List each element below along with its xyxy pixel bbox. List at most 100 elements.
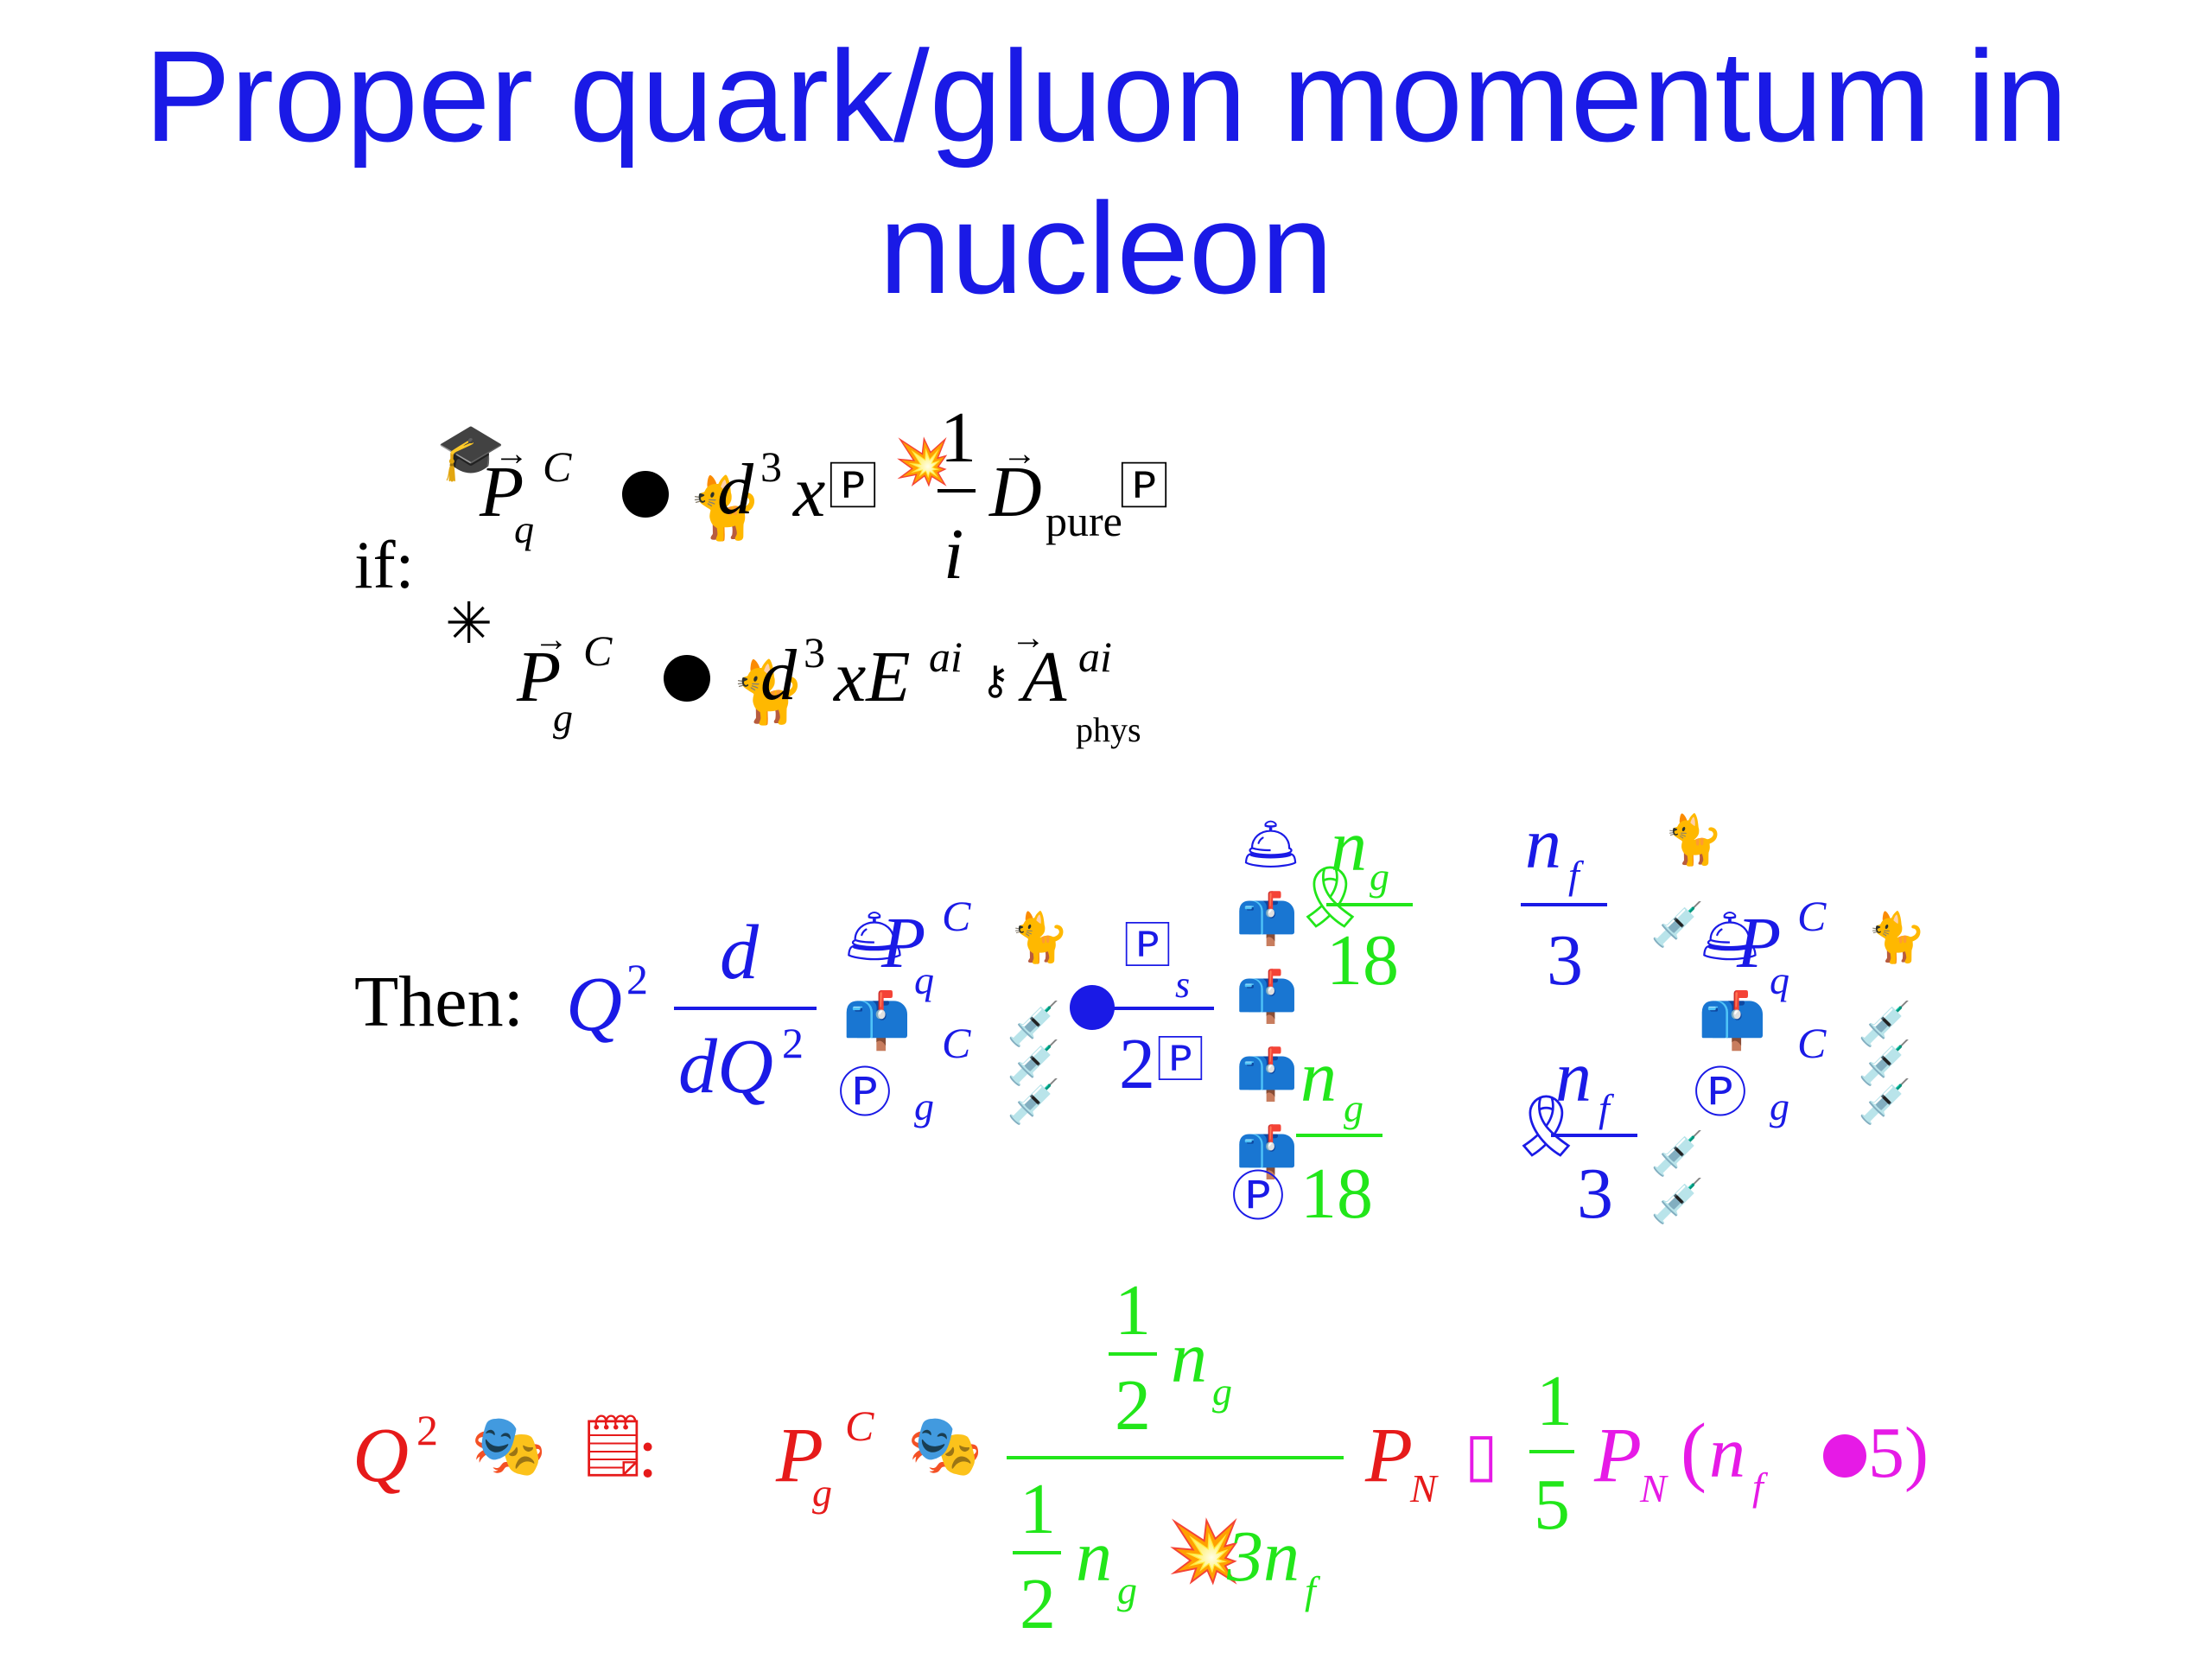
- then-Pg-sup: C: [942, 1019, 971, 1067]
- fraction-bar: [1521, 903, 1607, 906]
- quark-frac-num: 1: [940, 397, 976, 478]
- then-Pq-sup: C: [942, 892, 971, 940]
- limit-Q: Q: [353, 1413, 409, 1498]
- three-nf-sub: f: [1305, 1568, 1316, 1612]
- then-Q: Q: [566, 962, 622, 1047]
- quark-d: d: [717, 449, 753, 530]
- ng-num: n: [1171, 1318, 1207, 1398]
- two-pi: 2: [1119, 1024, 1155, 1104]
- gluon-P: P: [517, 637, 562, 717]
- cat-icon: 🐈: [730, 660, 806, 727]
- fraction-bar: [674, 1007, 817, 1010]
- parking-icon: Ⓟ: [1231, 1168, 1286, 1227]
- one-fifth-den: 5: [1534, 1465, 1570, 1545]
- bullet-dot: [1070, 985, 1115, 1030]
- page-title-line-1: Proper quark/gluon momentum in: [143, 23, 2069, 168]
- three-top: 3: [1547, 920, 1583, 1001]
- main-fraction-bar: [1007, 1456, 1344, 1459]
- one-fifth-num: 1: [1536, 1361, 1573, 1441]
- syringe-icon: 💉: [1650, 1177, 1705, 1225]
- mailbox-icon: 📫: [1236, 891, 1299, 947]
- deriv-den-exp: 2: [782, 1019, 804, 1067]
- then-Pq-sub: q: [914, 958, 934, 1002]
- explosion-icon: 💥: [894, 438, 950, 487]
- page-title-line-2: nucleon: [879, 175, 1333, 321]
- mailbox-icon: 📫: [1698, 990, 1767, 1052]
- then-Pg-sub: g: [914, 1084, 934, 1128]
- limit-P: P: [776, 1413, 823, 1498]
- fraction-bar: [938, 489, 976, 493]
- placeholder-icon: 🄿: [1119, 459, 1170, 515]
- limit-PN-sub: N: [1410, 1466, 1437, 1510]
- then-Pq2-sup: C: [1797, 892, 1827, 940]
- eighteen-top: 18: [1326, 920, 1399, 1001]
- fraction-bar: [1529, 1450, 1574, 1453]
- alpha-sub: s: [1175, 963, 1191, 1006]
- masks-icon: 🎭: [471, 1414, 547, 1480]
- approx-box-icon: ▯: [1465, 1422, 1498, 1489]
- masks-icon: 🎭: [907, 1414, 983, 1480]
- nf-top: n: [1525, 804, 1561, 884]
- bullet-dot: [664, 655, 710, 702]
- bell-icon: 🛎: [1240, 818, 1302, 872]
- nf-bottom: n: [1555, 1037, 1592, 1117]
- syringe-icon: 💉: [1650, 1129, 1705, 1178]
- gluon-A-sup: ai: [1078, 632, 1112, 681]
- syringe-icon: 💉: [1007, 1077, 1061, 1126]
- cat-icon: 🐈: [1009, 912, 1070, 965]
- gluon-d: d: [760, 635, 797, 715]
- ng-bottom: n: [1300, 1037, 1337, 1117]
- three-bottom: 3: [1577, 1154, 1613, 1234]
- mailbox-icon: 📫: [842, 990, 912, 1052]
- half-den-top: 2: [1115, 1365, 1151, 1446]
- syringe-icon: 💉: [1858, 1077, 1912, 1126]
- paren-open: (: [1681, 1408, 1707, 1494]
- bell-icon: 🛎: [842, 908, 906, 964]
- cat-icon: 🐈: [1866, 912, 1927, 965]
- ng-top: n: [1331, 806, 1367, 887]
- limit-Q-exp: 2: [416, 1406, 438, 1454]
- quark-P: P: [480, 452, 524, 532]
- half-num-bottom: 1: [1020, 1469, 1056, 1549]
- then-Pg2-sup: C: [1797, 1019, 1827, 1067]
- ng-den: n: [1076, 1516, 1112, 1597]
- limit-nf-sub: f: [1752, 1465, 1764, 1509]
- fraction-bar: [1296, 1134, 1382, 1137]
- ribbon-icon: 🎗: [1508, 1094, 1585, 1160]
- mailbox-icon: 📫: [1236, 1046, 1299, 1103]
- explosion-icon: 💥: [1166, 1519, 1243, 1586]
- graduation-cap-icon: 🎓: [436, 422, 505, 483]
- gluon-E-sup: ai: [929, 632, 963, 681]
- placeholder-icon: 🄿: [1123, 920, 1172, 974]
- cat-icon: 🐈: [687, 476, 763, 543]
- notepad-icon: 🗒: [575, 1414, 652, 1480]
- limit-PN2-sub: N: [1640, 1466, 1667, 1510]
- spark-icon: ✳: [445, 593, 493, 656]
- three-nf: 3n: [1227, 1516, 1300, 1597]
- nf-top-sub: f: [1568, 853, 1580, 897]
- half-num-top: 1: [1115, 1270, 1151, 1351]
- then-label: Then:: [354, 962, 524, 1042]
- bell-icon: 🛎: [1698, 908, 1762, 964]
- quark-D-sub: pure: [1046, 497, 1122, 545]
- syringe-icon: 💉: [1858, 1000, 1912, 1048]
- gluon-P-sup: C: [583, 626, 613, 675]
- mailbox-icon: 📫: [1236, 969, 1299, 1025]
- ng-num-sub: g: [1212, 1370, 1232, 1414]
- parking-icon: Ⓟ: [838, 1065, 893, 1123]
- vector-arrow: →: [494, 434, 529, 473]
- limit-PN2: P: [1594, 1413, 1642, 1498]
- gluon-d-exp: 3: [804, 628, 825, 677]
- deriv-den: dQ: [678, 1024, 773, 1109]
- then-Pq: P: [881, 903, 926, 983]
- half-den-bottom: 2: [1020, 1564, 1056, 1644]
- parking-icon: Ⓟ: [1694, 1065, 1748, 1123]
- placeholder-icon: 🄿: [828, 459, 879, 515]
- then-Pq2-sub: q: [1770, 958, 1789, 1002]
- key-icon: ⚷: [981, 658, 1010, 702]
- nf-bottom-sub: f: [1599, 1086, 1610, 1130]
- gluon-A-sub: phys: [1076, 710, 1141, 749]
- fraction-bar: [1110, 1007, 1214, 1010]
- fraction-bar: [1551, 1134, 1637, 1137]
- quark-P-sup: C: [543, 442, 572, 491]
